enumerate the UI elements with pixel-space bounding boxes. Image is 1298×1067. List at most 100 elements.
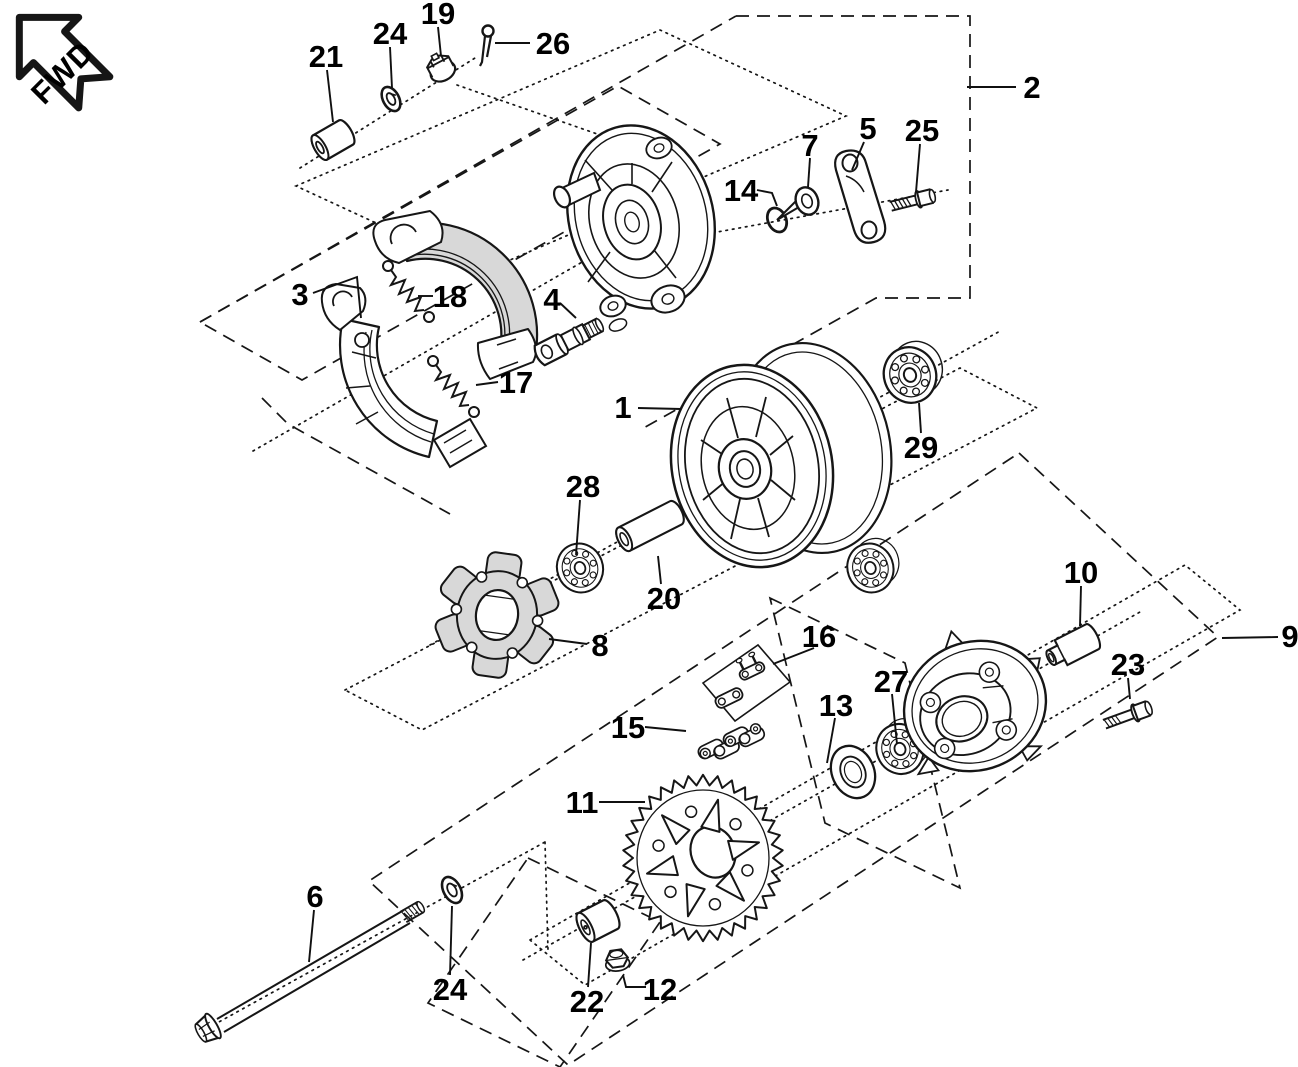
- leader-line-7: [807, 157, 811, 188]
- part-label-12: 12: [643, 972, 677, 1007]
- leader-line-28: [575, 499, 581, 556]
- leader-line-22: [587, 942, 592, 988]
- leader-line-6: [308, 909, 315, 963]
- sprocket-bolt-hole: [741, 864, 754, 877]
- part-label-17: 17: [499, 365, 533, 400]
- part-label-15: 15: [611, 710, 645, 745]
- leader-line-24: [449, 905, 453, 976]
- adjuster-nut-12: [604, 948, 631, 972]
- leader-line-25: [915, 143, 921, 193]
- leader-line-8: [548, 638, 588, 645]
- leader-line-15: [644, 726, 687, 732]
- oil-seal-13: [829, 744, 877, 800]
- centerline-dotted: [252, 229, 639, 452]
- sprocket-cutout: [727, 839, 760, 861]
- group-box-dashed: [426, 856, 662, 1067]
- sprocket-bolt-hole: [652, 839, 665, 852]
- o-ring-14: [765, 206, 789, 234]
- flange-bolt-23: [1102, 700, 1153, 730]
- part-label-5: 5: [859, 111, 876, 146]
- part-label-6: 6: [306, 879, 323, 914]
- part-label-7: 7: [801, 128, 818, 163]
- leader-line-9: [1221, 636, 1279, 639]
- part-label-25: 25: [905, 113, 939, 148]
- part-label-21: 21: [309, 39, 343, 74]
- damper-collar-22: [575, 899, 621, 943]
- side-collar-10: [1045, 623, 1102, 667]
- group-box-dashed: [367, 451, 1220, 1067]
- group-box-dashed: [768, 596, 962, 890]
- leader-line-17: [475, 381, 499, 386]
- chain-joint-15: [697, 723, 766, 760]
- part-label-8: 8: [591, 628, 608, 663]
- part-label-27: 27: [874, 664, 908, 699]
- group-line-dashed: [639, 15, 971, 431]
- leader-line-1: [637, 407, 682, 410]
- sprocket-cutout: [661, 814, 691, 845]
- part-label-23: 23: [1111, 647, 1145, 682]
- part-label-24: 24: [373, 16, 408, 51]
- leader-line-20: [657, 555, 662, 585]
- part-label-20: 20: [647, 581, 681, 616]
- part-label-24: 24: [433, 972, 468, 1007]
- leader-line-14: [756, 189, 778, 207]
- part-label-9: 9: [1281, 619, 1298, 654]
- part-label-10: 10: [1064, 555, 1098, 590]
- sprocket-cutout: [700, 798, 721, 833]
- wheel-bearing-28: [555, 542, 605, 594]
- wheel-bearing-29: [882, 340, 944, 404]
- shoe-spring-18: [382, 260, 435, 323]
- sprocket-bolt-hole: [664, 885, 677, 899]
- castle-nut-19: [425, 52, 457, 83]
- part-label-1: 1: [614, 390, 631, 425]
- group-box-dashed: [198, 85, 722, 381]
- part-label-14: 14: [724, 173, 759, 208]
- arm-bolt-25: [889, 188, 937, 212]
- part-label-13: 13: [819, 688, 853, 723]
- leader-line-19: [437, 26, 442, 57]
- part-label-22: 22: [570, 984, 604, 1019]
- leader-line-10: [1079, 585, 1082, 627]
- leader-line-5: [851, 141, 865, 171]
- part-label-2: 2: [1023, 70, 1040, 105]
- part-label-28: 28: [566, 469, 600, 504]
- part-label-16: 16: [802, 619, 836, 654]
- rear-axle-6: [194, 900, 426, 1043]
- sprocket-bolt-hole: [729, 817, 742, 831]
- driven-flange-hub: [902, 629, 1048, 776]
- wear-indicator-7: [776, 186, 820, 221]
- group-box-dotted: [528, 563, 1242, 987]
- leader-line-13: [826, 717, 836, 764]
- leader-line-3: [312, 275, 362, 319]
- part-label-11: 11: [566, 785, 599, 820]
- lock-washer-24-top: [380, 85, 402, 113]
- shoe-spring-17: [427, 355, 480, 418]
- lock-washer-24-bottom: [440, 875, 464, 905]
- driven-sprocket-11: [622, 773, 784, 943]
- brake-panel: [552, 124, 717, 332]
- sprocket-bolt-hole: [708, 897, 722, 911]
- cotter-pin-26: [479, 24, 495, 67]
- fwd-arrow: FWD: [15, 13, 114, 112]
- brake-arm-5: [834, 149, 887, 244]
- brake-camshaft-4: [533, 317, 605, 367]
- part-label-3: 3: [291, 277, 308, 312]
- leader-line-16: [772, 647, 815, 665]
- leader-line-24: [389, 46, 393, 89]
- centerline-dotted: [207, 841, 546, 1029]
- centerline-dotted: [544, 841, 549, 951]
- part-label-29: 29: [904, 430, 938, 465]
- sprocket-cutout: [715, 871, 745, 902]
- leader-line-29: [918, 402, 922, 434]
- part-label-18: 18: [433, 279, 467, 314]
- brake-shoe-lower: [320, 283, 488, 469]
- sprocket-bolt-hole: [684, 805, 698, 819]
- leader-line-23: [1127, 677, 1131, 700]
- rear-wheel: [669, 341, 893, 569]
- part-label-19: 19: [421, 0, 455, 31]
- cush-drive-damper-8: [434, 551, 560, 679]
- leader-line-27: [891, 693, 898, 745]
- spacer-collar-21: [310, 118, 356, 162]
